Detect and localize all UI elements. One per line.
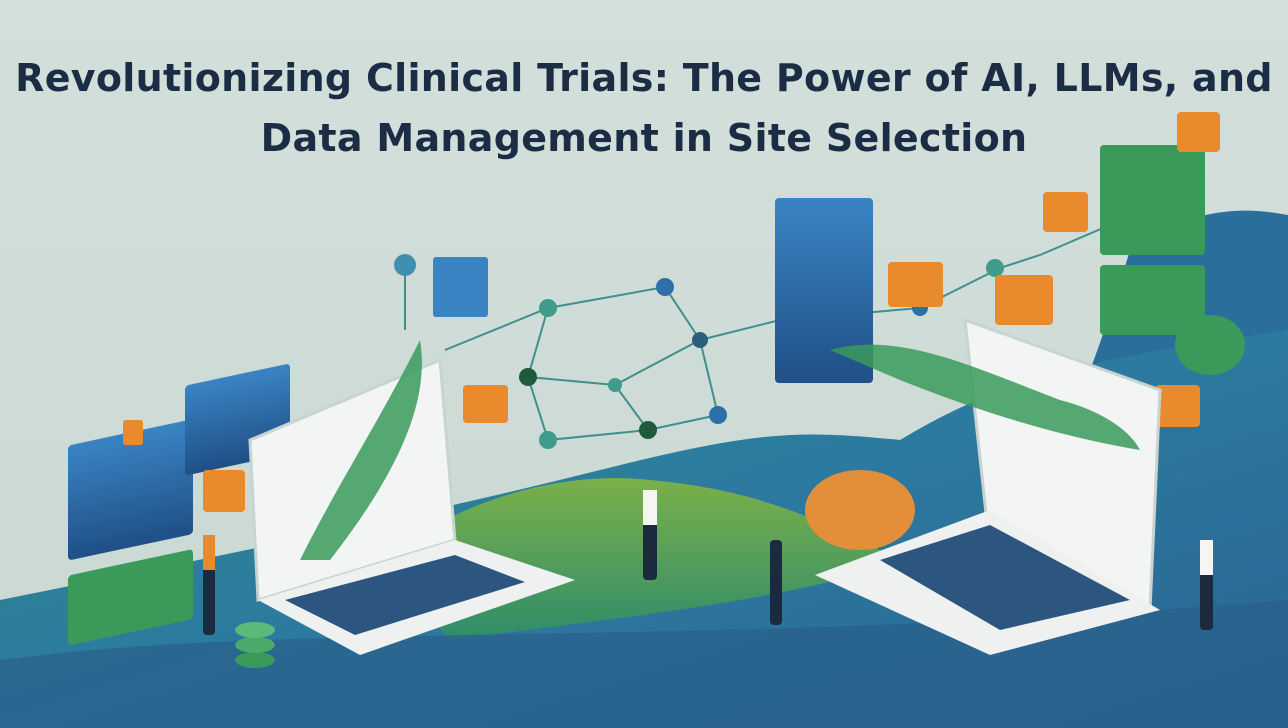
network-nodes	[394, 217, 1118, 449]
page-title-line-2: Data Management in Site Selection	[260, 116, 1028, 160]
database-icon	[235, 622, 275, 668]
orange-cloud	[805, 470, 915, 550]
laptop-left	[248, 340, 575, 655]
floating-panels	[68, 112, 1220, 645]
people	[203, 490, 1213, 635]
page-title-line-1: Revolutionizing Clinical Trials: The Pow…	[15, 56, 1273, 100]
laptop-right	[815, 317, 1162, 655]
